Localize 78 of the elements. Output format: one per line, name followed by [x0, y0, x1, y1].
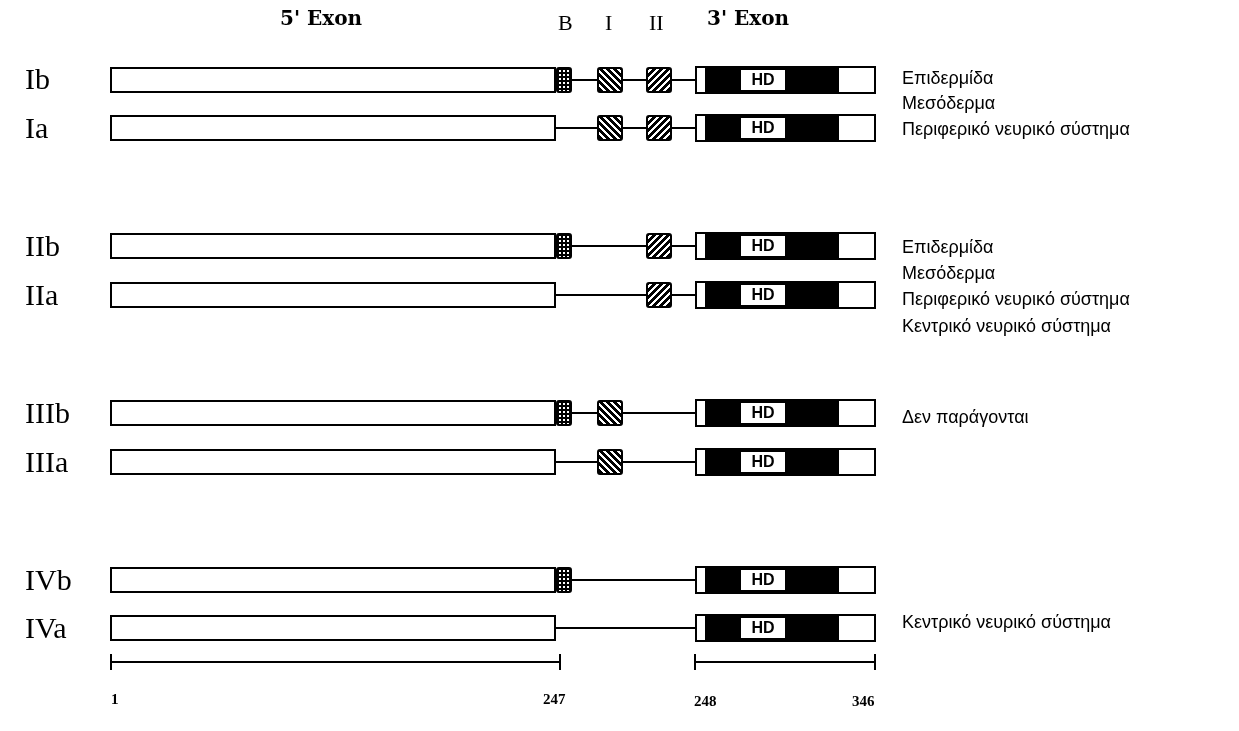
- exon-bar: [695, 281, 876, 309]
- domain-b-block: [556, 67, 572, 93]
- intron-line: [622, 412, 696, 414]
- domain-ii-block: [646, 67, 672, 93]
- exon-bar: [695, 614, 876, 642]
- exon-bar: [110, 567, 556, 593]
- exon-bar: [695, 448, 876, 476]
- intron-line: [671, 294, 696, 296]
- intron-line: [571, 245, 647, 247]
- row-label: IIa: [25, 280, 59, 310]
- domain-label: B: [558, 12, 573, 34]
- intron-line: [671, 127, 696, 129]
- tissue-label: Κεντρικό νευρικό σύστημα: [902, 317, 1112, 335]
- intron-line: [571, 579, 696, 581]
- domain-i-block: [597, 67, 623, 93]
- intron-line: [555, 127, 598, 129]
- exon-bar: [110, 615, 556, 641]
- intron-line: [622, 79, 647, 81]
- domain-b-block: [556, 400, 572, 426]
- intron-line: [622, 461, 696, 463]
- exon-bar: [110, 67, 556, 93]
- exon-bar: [110, 115, 556, 141]
- domain-label: HD: [741, 452, 785, 472]
- intron-line: [671, 79, 696, 81]
- domain-i-block: [597, 449, 623, 475]
- tissue-label: Δεν παράγονται: [902, 408, 1029, 426]
- domain-label: HD: [741, 403, 785, 423]
- domain-ii-block: [646, 282, 672, 308]
- exon-bar: [110, 400, 556, 426]
- row-label: IVb: [25, 565, 72, 595]
- domain-b-block: [556, 233, 572, 259]
- row-label: Ib: [25, 64, 50, 94]
- row-label: IVa: [25, 613, 67, 643]
- domain-label: HD: [741, 570, 785, 590]
- domain-ii-block: [646, 233, 672, 259]
- tissue-label: Περιφερικό νευρικό σύστημα: [902, 120, 1130, 138]
- domain-label: II: [649, 12, 664, 34]
- intron-line: [622, 127, 647, 129]
- domain-label: HD: [741, 285, 785, 305]
- domain-ii-block: [646, 115, 672, 141]
- scale-number: 1: [111, 692, 119, 707]
- tissue-label: Επιδερμίδα: [902, 238, 994, 256]
- domain-i-block: [597, 400, 623, 426]
- heading: 3' Exon: [707, 8, 790, 28]
- intron-line: [555, 461, 598, 463]
- tissue-label: Μεσόδερμα: [902, 264, 996, 282]
- scale-number: 248: [694, 694, 717, 709]
- domain-label: HD: [741, 236, 785, 256]
- heading: 5' Exon: [280, 8, 363, 28]
- intron-line: [571, 79, 598, 81]
- exon-bar: [695, 66, 876, 94]
- row-label: IIb: [25, 231, 60, 261]
- domain-label: HD: [741, 618, 785, 638]
- domain-label: HD: [741, 118, 785, 138]
- row-label: Ia: [25, 113, 49, 143]
- exon-bar: [695, 399, 876, 427]
- scale-number: 247: [543, 692, 566, 707]
- intron-line: [555, 627, 696, 629]
- intron-line: [671, 245, 696, 247]
- tissue-label: Κεντρικό νευρικό σύστημα: [902, 613, 1112, 631]
- domain-label: I: [605, 12, 613, 34]
- domain-b-block: [556, 567, 572, 593]
- exon-bar: [695, 114, 876, 142]
- intron-line: [571, 412, 598, 414]
- exon-bar: [110, 282, 556, 308]
- scale-number: 346: [852, 694, 875, 709]
- exon-bar: [695, 566, 876, 594]
- row-label: IIIb: [25, 398, 70, 428]
- intron-line: [555, 294, 647, 296]
- exon-bar: [110, 449, 556, 475]
- tissue-label: Επιδερμίδα: [902, 69, 994, 87]
- exon-bar: [110, 233, 556, 259]
- tissue-label: Περιφερικό νευρικό σύστημα: [902, 290, 1130, 308]
- tissue-label: Μεσόδερμα: [902, 94, 996, 112]
- row-label: IIIa: [25, 447, 69, 477]
- exon-bar: [695, 232, 876, 260]
- domain-label: HD: [741, 70, 785, 90]
- domain-i-block: [597, 115, 623, 141]
